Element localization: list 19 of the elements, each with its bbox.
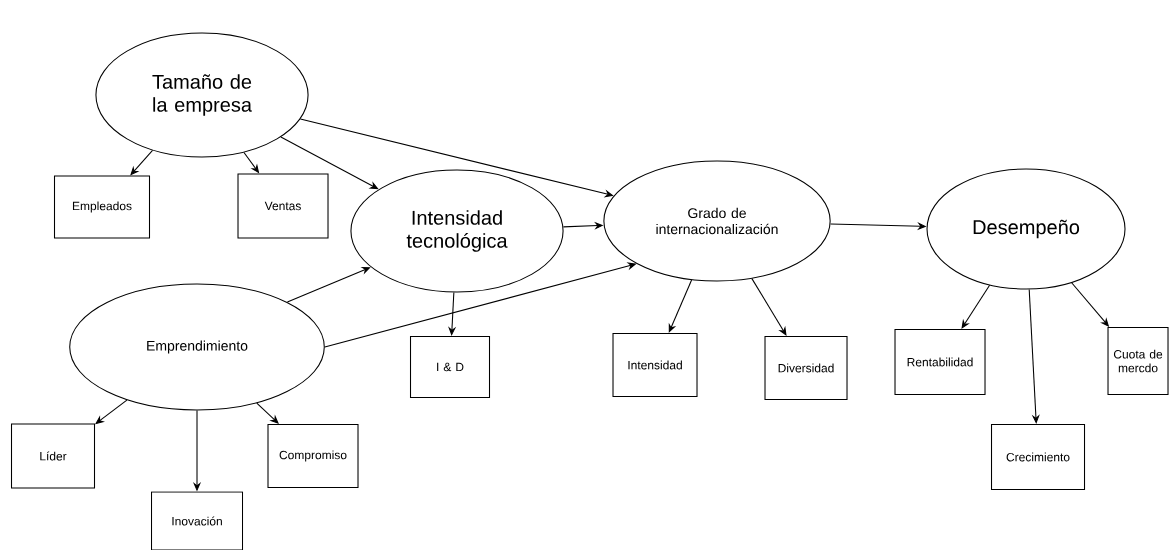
indicator-box: Diversidad	[764, 335, 848, 401]
indicator-box: Cuota de mercdo	[1107, 326, 1169, 396]
arrow	[280, 136, 379, 190]
arrow	[256, 402, 279, 424]
arrow	[668, 279, 693, 333]
arrow	[286, 267, 371, 303]
indicator-box: Ventas	[237, 173, 329, 239]
indicator-box: Líder	[10, 423, 96, 489]
indicator-box: Compromiso	[267, 423, 359, 489]
indicator-box: Inovación	[150, 491, 244, 550]
indicator-box: Crecimiento	[990, 423, 1086, 491]
indicator-box: Empleados	[53, 175, 151, 239]
indicator-box: Intensidad	[612, 332, 698, 398]
arrow	[448, 291, 457, 336]
indicator-box: Rentabilidad	[894, 328, 986, 396]
indicator-box: I & D	[409, 335, 491, 399]
arrow	[751, 278, 787, 336]
arrow	[961, 284, 991, 329]
arrow	[1028, 288, 1040, 424]
